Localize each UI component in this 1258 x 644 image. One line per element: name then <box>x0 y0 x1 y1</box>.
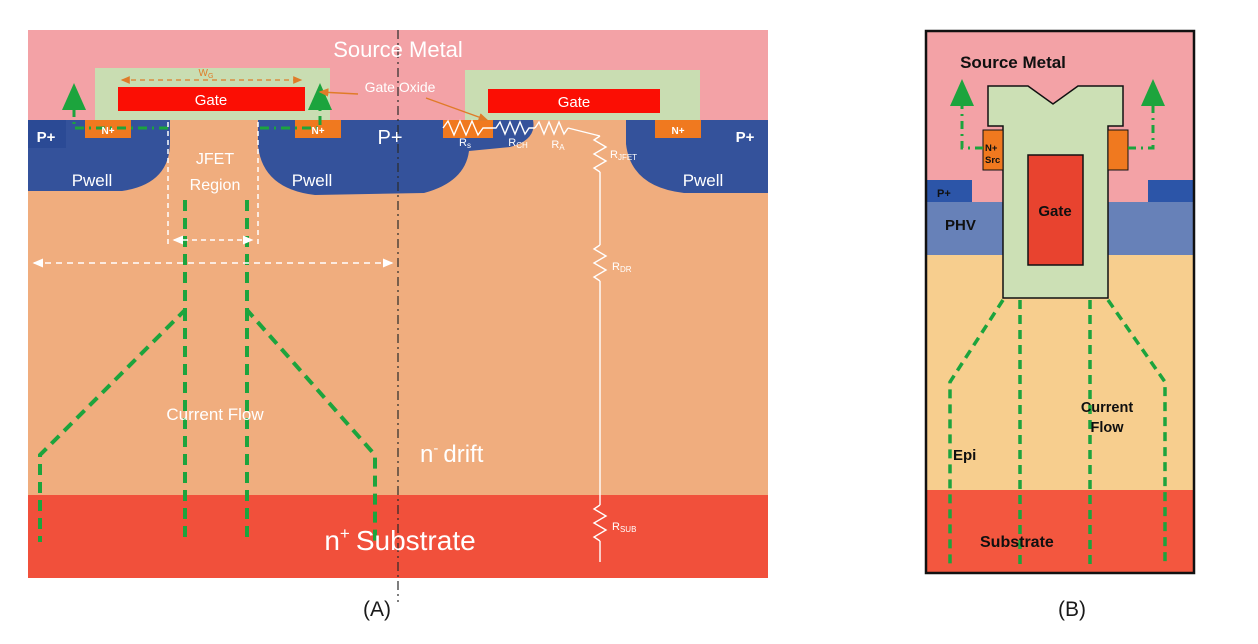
b-phv-label: PHV <box>945 217 976 234</box>
b-gate-label: Gate <box>1038 203 1071 220</box>
diagram-a: WG Gate Oxide Rs RCH RA RJFET RDR RSUB S… <box>28 30 768 602</box>
gate-left-label: Gate <box>195 92 228 109</box>
b-nplus-src-left <box>982 129 1004 171</box>
b-nplus-src-label-2: Src <box>985 155 1000 166</box>
rs-label: Rs <box>459 137 471 150</box>
gate-oxide-label: Gate Oxide <box>365 79 436 95</box>
nplus-region-4 <box>655 120 701 138</box>
n-substrate-label: n+Substrate <box>324 524 475 556</box>
ra-label: RA <box>551 139 565 152</box>
b-pplus-label: P+ <box>937 188 951 200</box>
diagram-b: Source Metal N+ Src P+ PHV Gate Epi Curr… <box>924 29 1196 575</box>
source-current-arrows <box>62 83 332 130</box>
source-metal-label: Source Metal <box>333 37 463 62</box>
b-nplus-src-label-1: N+ <box>985 143 998 154</box>
gate-width-label: WG <box>199 68 214 80</box>
b-pplus-left-region <box>927 180 972 202</box>
gate-right-label: Gate <box>558 94 591 111</box>
b-current-flow-lines <box>948 299 1167 565</box>
rsub-label: RSUB <box>612 521 636 534</box>
gate-left <box>118 87 305 111</box>
b-border <box>924 29 1196 575</box>
pplus-left-region <box>28 120 66 148</box>
b-epi-label: Epi <box>953 447 976 464</box>
nplus-1-label: N+ <box>101 126 114 137</box>
jfet-region-label-2: Region <box>190 177 241 194</box>
rdr-label: RDR <box>612 261 632 274</box>
pwell-left-label: Pwell <box>72 171 113 190</box>
gate-right <box>488 89 660 113</box>
b-current-flow-label-1: Current <box>1081 400 1134 416</box>
pplus-middle-label: P+ <box>377 127 402 149</box>
b-pplus-right-region <box>1148 180 1193 202</box>
caption-a: (A) <box>363 598 391 621</box>
nplus-region-1 <box>85 120 131 138</box>
b-nplus-src-right <box>1107 129 1129 171</box>
b-substrate-region <box>925 490 1195 573</box>
rjfet-label: RJFET <box>610 149 637 162</box>
pwell-right-label: Pwell <box>683 171 724 190</box>
nplus-4-label: N+ <box>671 126 684 137</box>
pwell-right <box>626 120 768 193</box>
b-source-metal-label: Source Metal <box>960 53 1066 72</box>
current-flow-label: Current Flow <box>166 405 264 424</box>
current-flow-lines <box>38 200 377 542</box>
b-gate <box>1027 154 1084 266</box>
resistor-network <box>442 119 608 562</box>
n-drift-label: n-drift <box>420 440 484 468</box>
pwell-middle-label: Pwell <box>292 171 333 190</box>
pplus-right-label: P+ <box>736 129 755 146</box>
b-substrate-label: Substrate <box>980 534 1054 551</box>
caption-b: (B) <box>1058 598 1086 621</box>
gate-oxide-arrows <box>318 88 489 122</box>
nplus-2-label: N+ <box>311 126 324 137</box>
pwell-middle <box>258 120 534 195</box>
jfet-region-label-1: JFET <box>196 151 234 168</box>
rch-label: RCH <box>508 137 528 150</box>
jfet-boundary-lines <box>167 122 259 248</box>
b-source-current-arrows <box>950 79 1165 150</box>
pplus-left-label: P+ <box>37 129 56 146</box>
b-current-flow-label-2: Flow <box>1090 420 1124 436</box>
